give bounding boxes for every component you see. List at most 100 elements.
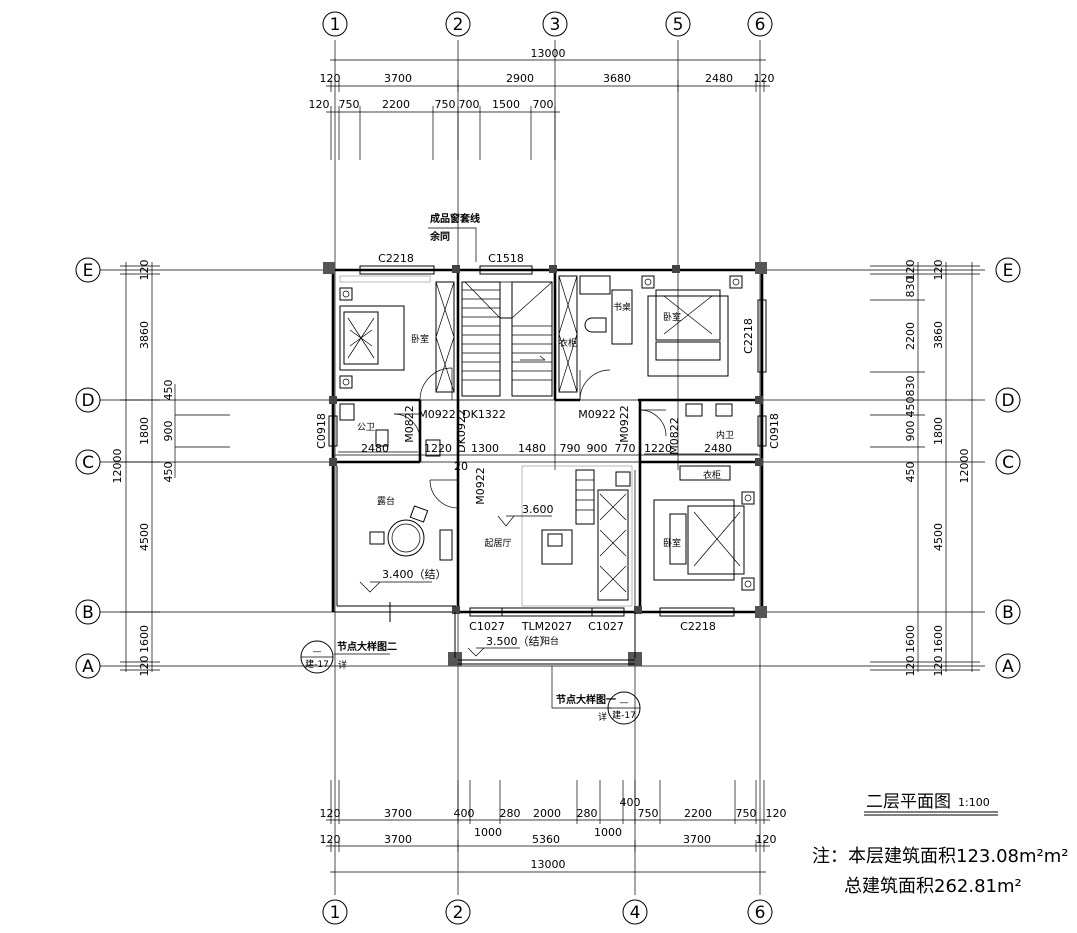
axis-label-left-E: E xyxy=(83,261,94,281)
dim-right-inner-7: 1600 xyxy=(904,625,917,653)
dim-top-r1-5: 120 xyxy=(754,72,775,85)
right-dimensions: 120 830 2200 830 450 900 450 1600 120 12… xyxy=(870,260,980,677)
label-c0918-left: C0918 xyxy=(315,413,328,449)
dim-right-3: 4500 xyxy=(932,523,945,551)
dim-right-inner-4: 450 xyxy=(904,397,917,418)
label-m0922-3: M0922 xyxy=(618,405,631,443)
dim-bot-r2-1: 3700 xyxy=(384,833,412,846)
dim-top-r1-0: 120 xyxy=(320,72,341,85)
dim-int-770: 770 xyxy=(615,442,636,455)
dim-bot-total: 13000 xyxy=(531,858,566,871)
drawing-title: 二层平面图 xyxy=(866,792,951,812)
left-dimensions: 120 3860 1800 4500 1600 120 12000 450 90… xyxy=(111,260,230,677)
dim-top-r2-2: 2200 xyxy=(382,98,410,111)
furniture-desk-label: 书桌 xyxy=(613,301,631,313)
axis-label-bottom-4: 4 xyxy=(630,903,641,923)
annotations: 成品窗套线 余同 节点大样图二 — 建-17 详 节点大样图一 — 建-17 详 xyxy=(300,212,641,725)
axis-label-bottom-6: 6 xyxy=(755,903,766,923)
dim-bot-r1-4: 2000 xyxy=(533,807,561,820)
building-walls xyxy=(323,262,767,666)
label-c2218-bottom: C2218 xyxy=(680,620,716,633)
label-m0922-2: M0922 xyxy=(578,408,616,421)
dim-int-2480-b: 2480 xyxy=(704,442,732,455)
dim-bot-r1-1: 3700 xyxy=(384,807,412,820)
dim-left-2: 1800 xyxy=(138,417,151,445)
dim-right-4: 1600 xyxy=(932,625,945,653)
dim-top-r1-2: 2900 xyxy=(506,72,534,85)
dim-right-total: 12000 xyxy=(958,449,971,484)
label-tlm2027: TLM2027 xyxy=(521,620,572,633)
dim-bot-r2-2: 5360 xyxy=(532,833,560,846)
note-detail-2: 节点大样图二 xyxy=(337,640,397,653)
label-c0918-right: C0918 xyxy=(768,413,781,449)
dim-right-inner-6: 450 xyxy=(904,462,917,483)
dim-left-total: 12000 xyxy=(111,449,124,484)
level-3400: 3.400（结） xyxy=(382,568,447,581)
furniture xyxy=(338,275,758,607)
bottom-dimensions: 120 3700 400 280 2000 280 400 750 2200 7… xyxy=(320,780,787,873)
label-c2218-right: C2218 xyxy=(742,318,755,354)
label-c1027-a: C1027 xyxy=(469,620,505,633)
dim-right-2: 1800 xyxy=(932,417,945,445)
note-total-area: 总建筑面积262.81m² xyxy=(844,876,1022,897)
dim-bot-r2-4: 120 xyxy=(756,833,777,846)
room-bedroom-ne: 卧室 xyxy=(663,311,681,323)
axis-grid-lines xyxy=(100,40,985,895)
axis-label-right-A: A xyxy=(1002,657,1014,677)
axis-label-top-6: 6 xyxy=(755,15,766,35)
room-terrace: 露台 xyxy=(377,495,395,507)
dim-top-r2-0: 120 xyxy=(309,98,330,111)
drawing-title-block: 二层平面图 1:100 注：本层建筑面积123.08m²m² 总建筑面积262.… xyxy=(812,792,1068,897)
dim-left-3: 4500 xyxy=(138,523,151,551)
detail-1-dash: — xyxy=(620,698,629,708)
dim-top-r2-6: 700 xyxy=(533,98,554,111)
level-marks: 3.600 3.400（结） 3.500（结） xyxy=(359,503,554,657)
dim-int-2480-a: 2480 xyxy=(361,442,389,455)
detail-2-dash: — xyxy=(313,647,322,657)
room-inner-bath: 内卫 xyxy=(716,429,734,441)
dim-bot-r1-7: 750 xyxy=(638,807,659,820)
label-m0822-2: M0822 xyxy=(668,417,681,455)
dim-right-inner-0: 120 xyxy=(904,260,917,281)
label-m0822-1: M0822 xyxy=(403,405,416,443)
dim-right-inner-8: 120 xyxy=(904,656,917,677)
dim-int-1300: 1300 xyxy=(471,442,499,455)
dim-right-5: 120 xyxy=(932,656,945,677)
axis-bubbles-top: 1 2 3 5 6 xyxy=(322,11,773,37)
axis-label-right-E: E xyxy=(1003,261,1014,281)
room-bedroom-se: 卧室 xyxy=(663,537,681,549)
axis-label-left-B: B xyxy=(82,603,94,623)
label-m0922-4: M0922 xyxy=(474,467,487,505)
furniture-wardrobe-label: 衣柜 xyxy=(559,337,577,349)
room-labels: 卧室 卧室 卧室 公卫 内卫 露台 起居厅 阳台 书桌 衣柜 衣柜 xyxy=(357,301,734,647)
dim-bot-r1b-1: 1000 xyxy=(594,826,622,839)
note-detail-1: 节点大样图一 xyxy=(556,693,616,706)
dim-top-r2-3: 750 xyxy=(435,98,456,111)
window-labels: C2218 C1518 C2218 C0918 C0918 C2218 C102… xyxy=(315,252,781,633)
dim-int-900: 900 xyxy=(587,442,608,455)
dim-bot-r2-3: 3700 xyxy=(683,833,711,846)
dim-top-r1-4: 2480 xyxy=(705,72,733,85)
detail-2-ref: 详 xyxy=(338,659,347,671)
dim-left-1: 3860 xyxy=(138,321,151,349)
axis-label-right-B: B xyxy=(1002,603,1014,623)
windows xyxy=(328,265,767,622)
door-labels: M0922 DK1322 M0922 M0822 DK0922 M0822 M0… xyxy=(403,405,681,505)
drawing-scale: 1:100 xyxy=(958,796,990,809)
detail-2-sheet: 建-17 xyxy=(305,658,329,670)
label-c1027-b: C1027 xyxy=(588,620,624,633)
door-swings xyxy=(393,367,667,509)
dim-left-inner-1: 900 xyxy=(162,421,175,442)
axis-label-left-D: D xyxy=(81,391,94,411)
axis-bubbles-right: E D C B A xyxy=(995,257,1021,679)
dim-int-1220-b: 1220 xyxy=(644,442,672,455)
dim-top-r2-5: 1500 xyxy=(492,98,520,111)
axis-label-bottom-1: 1 xyxy=(330,903,341,923)
dim-top-total: 13000 xyxy=(531,47,566,60)
level-3600: 3.600 xyxy=(522,503,554,516)
dim-top-r2-4: 700 xyxy=(459,98,480,111)
dim-bot-r2-0: 120 xyxy=(320,833,341,846)
axis-label-top-5: 5 xyxy=(673,15,684,35)
detail-1-sheet: 建-17 xyxy=(612,709,636,721)
detail-1-ref: 详 xyxy=(598,711,607,723)
